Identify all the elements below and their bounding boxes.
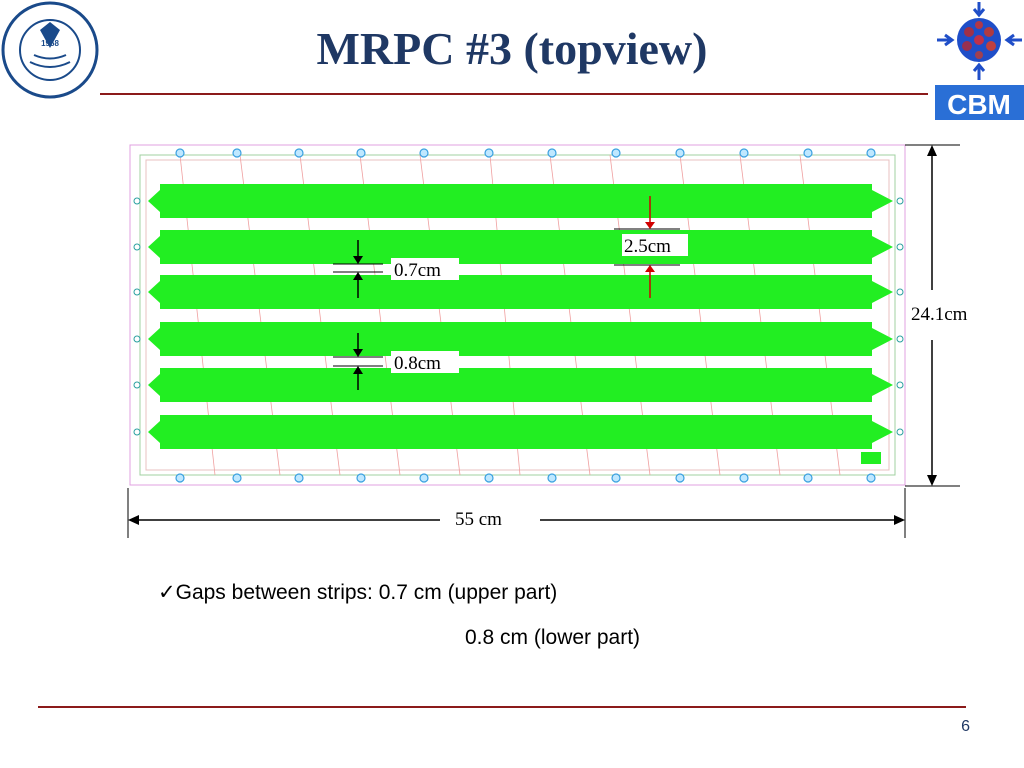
cbm-detector-icon: CBM	[935, 2, 1024, 120]
strip-5	[148, 368, 893, 402]
length-dimension: 55 cm	[127, 488, 906, 538]
cbm-logo: CBM	[935, 0, 1024, 120]
slide-title: MRPC #3 (topview)	[316, 23, 708, 74]
length-label: 55 cm	[455, 509, 502, 530]
mounting-holes	[175, 148, 876, 483]
upper-gap-label: 0.7cm	[394, 260, 441, 281]
strip-6	[148, 415, 893, 449]
bullet-item-2: 0.8 cm (lower part)	[465, 626, 641, 649]
strip-4	[148, 322, 893, 356]
page-number: 6	[961, 718, 970, 735]
height-dimension: 24.1cm	[905, 144, 968, 487]
cbm-text: CBM	[947, 89, 1011, 120]
upper-gap-dimension: 0.7cm	[333, 240, 459, 298]
bullet-item-1: ✓Gaps between strips: 0.7 cm (upper part…	[158, 580, 557, 605]
strip-3	[148, 275, 893, 309]
strip-1	[148, 184, 893, 218]
lower-gap-label: 0.8cm	[394, 353, 441, 374]
title-divider	[100, 93, 928, 95]
bullet-text-1: Gaps between strips: 0.7 cm (upper part)	[175, 581, 558, 604]
lower-gap-dimension: 0.8cm	[333, 333, 459, 390]
check-icon: ✓	[158, 581, 176, 604]
footer-divider	[38, 706, 966, 708]
edge-connectors	[133, 197, 904, 436]
ustc-seal-icon: 1958	[1, 1, 99, 99]
mrpc-figure: 2.5cm 0.7cm 0.8cm 24.1cm	[127, 144, 968, 538]
university-logo: 1958	[0, 0, 100, 100]
strip-2	[148, 230, 893, 264]
height-label: 24.1cm	[911, 304, 968, 325]
strip-width-label: 2.5cm	[624, 236, 671, 257]
strip-width-dimension: 2.5cm	[614, 196, 688, 298]
ground-pad	[861, 452, 881, 464]
readout-strips	[148, 184, 893, 464]
logo-year: 1958	[41, 39, 59, 48]
